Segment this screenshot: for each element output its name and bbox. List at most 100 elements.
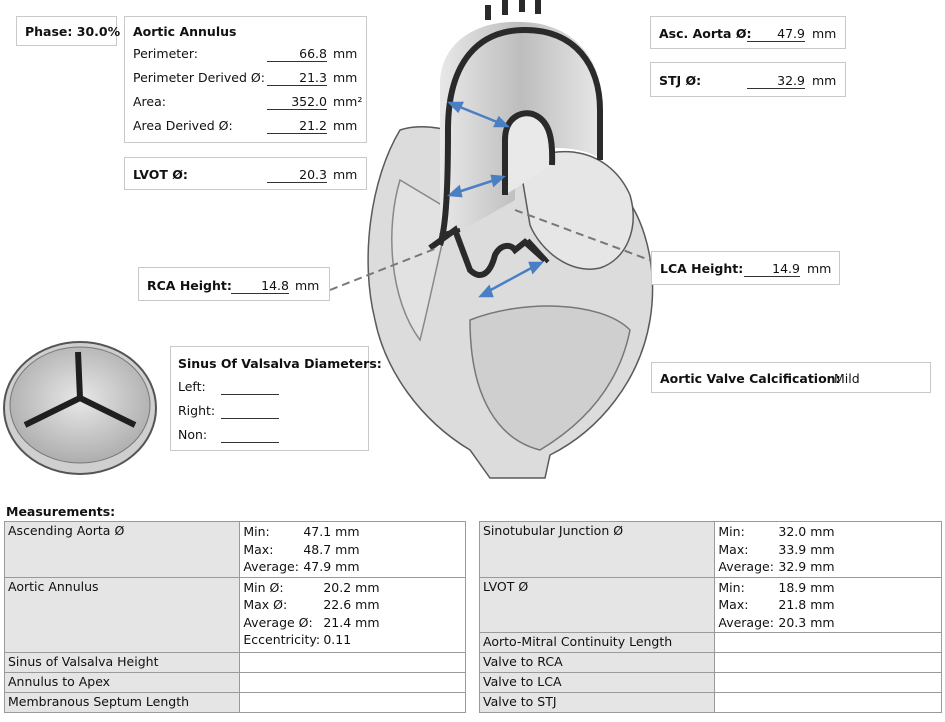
value-text: 20.3 mm [778, 614, 835, 630]
valve-illustration [3, 341, 157, 475]
stj-label: STJ Ø: [659, 73, 702, 88]
value-key: Average: [718, 614, 774, 630]
value-key: Average Ø: [243, 614, 313, 630]
value-text: 33.9 mm [778, 541, 835, 557]
area-derived-unit: mm [333, 118, 358, 133]
row-label: Valve to LCA [478, 672, 716, 693]
sinus-left-blank [221, 379, 279, 395]
lca-height-box: LCA Height: 14.9 mm [651, 251, 840, 285]
perimeter-label: Perimeter: [133, 46, 198, 61]
row-label: Valve to STJ [478, 692, 716, 713]
asc-aorta-unit: mm [812, 26, 837, 41]
value-key: Max Ø: [243, 597, 288, 612]
row-label: Valve to RCA [478, 652, 716, 673]
table-row: Valve to STJ [478, 692, 942, 713]
phase-label: Phase: 30.0% [25, 24, 121, 39]
row-values [714, 652, 942, 673]
asc-aorta-value: 47.9 [747, 26, 805, 42]
lca-height-unit: mm [807, 261, 832, 276]
area-derived-value: 21.2 [267, 118, 327, 134]
value-key: Average: [243, 559, 299, 574]
calcification-value: Mild [834, 371, 860, 386]
value-text: 20.2 mm [323, 579, 380, 595]
lvot-box: LVOT Ø: 20.3 mm [124, 157, 367, 190]
table-row: Valve to RCA [478, 652, 942, 673]
value-text: 21.8 mm [778, 597, 835, 612]
value-text: 0.11 [323, 632, 352, 647]
row-label: Annulus to Apex [3, 671, 241, 693]
value-key: Max: [718, 597, 749, 612]
perimeter-value: 66.8 [267, 46, 327, 62]
row-values: Min: 18.9 mm Max: 21.8 mm Average:20.3 mm [714, 576, 942, 633]
value-key: Min Ø: [243, 579, 284, 595]
lca-height-value: 14.9 [744, 261, 800, 277]
table-row: Sinus of Valsalva Height [3, 651, 466, 673]
row-values [239, 671, 466, 693]
sinus-non-label: Non: [178, 427, 208, 442]
lca-leader-line [514, 209, 656, 263]
value-key: Eccentricity: [243, 632, 321, 647]
value-text: 18.9 mm [778, 579, 835, 595]
row-label: Sinus of Valsalva Height [3, 651, 241, 673]
area-value: 352.0 [267, 94, 327, 110]
value-key: Min: [718, 579, 745, 595]
area-derived-label: Area Derived Ø: [133, 118, 233, 133]
value-key: Average: [718, 559, 774, 574]
row-values: Min: 32.0 mm Max: 33.9 mm Average: 32.9 mm [714, 521, 942, 578]
row-values [239, 691, 466, 713]
row-label: LVOT Ø [478, 576, 716, 633]
stj-unit: mm [812, 73, 837, 88]
rca-height-label: RCA Height: [147, 278, 232, 293]
table-row: Valve to LCA [478, 672, 942, 693]
calcification-label: Aortic Valve Calcification: [660, 371, 841, 386]
rca-height-box: RCA Height: 14.8 mm [138, 267, 330, 301]
table-row: Ascending Aorta Ø Min: 47.1 mm Max: 48.7 m… [3, 521, 466, 578]
row-values [714, 692, 942, 713]
value-key: Max: [718, 541, 749, 557]
rca-height-unit: mm [295, 278, 320, 293]
lvot-unit: mm [333, 167, 358, 182]
rca-height-value: 14.8 [231, 278, 289, 294]
value-text: 22.6 mm [323, 597, 380, 612]
aortic-annulus-title: Aortic Annulus [133, 24, 237, 39]
asc-aorta-box: Asc. Aorta Ø: 47.9 mm [650, 16, 846, 49]
sinus-box: Sinus Of Valsalva Diameters: Left: Right… [170, 346, 382, 451]
sinus-left-label: Left: [178, 379, 206, 394]
measurements-title: Measurements: [6, 504, 116, 519]
value-key: Min: [718, 524, 745, 539]
value-text: 32.9 mm [778, 559, 835, 574]
stj-box: STJ Ø: 32.9 mm [650, 62, 846, 97]
measure-arrows [446, 101, 544, 298]
table-row: Aortic Annulus Min Ø:20.2 mm Max Ø:22.6 … [3, 576, 466, 653]
row-values: Min Ø: 20.2 mm Max Ø: 22.6 mm Average Ø: 21… [239, 576, 466, 653]
value-text: 32.0 mm [778, 524, 835, 539]
row-label: Aorto-Mitral Continuity Length [478, 632, 716, 653]
sinus-right-blank [221, 403, 279, 419]
lvot-value: 20.3 [267, 167, 327, 183]
rca-leader-line [329, 247, 438, 291]
row-values [239, 651, 466, 673]
table-row: Membranous Septum Length [3, 691, 466, 713]
value-key: Max: [243, 541, 274, 557]
asc-aorta-label: Asc. Aorta Ø: [659, 26, 752, 41]
value-text: 47.9 mm [303, 559, 360, 574]
perimeter-unit: mm [333, 46, 358, 61]
table-row: Sinotubular Junction Ø Min:32.0 mm Max:3… [478, 521, 942, 578]
lca-height-label: LCA Height: [660, 261, 744, 276]
row-label: Ascending Aorta Ø [3, 521, 241, 578]
row-values [714, 672, 942, 693]
value-text: 47.1 mm [303, 524, 360, 539]
table-row: LVOT Ø Min: 18.9 mm Max: 21.8 mm Average:2… [478, 576, 942, 633]
row-values: Min: 47.1 mm Max: 48.7 mm Average: 47.9 mm [239, 521, 466, 578]
value-key: Min: [243, 524, 270, 539]
measurements-left-table: Ascending Aorta Ø Min: 47.1 mm Max: 48.7 m… [3, 521, 466, 713]
value-text: 21.4 mm [323, 614, 380, 630]
stj-value: 32.9 [747, 73, 805, 89]
sinus-title: Sinus Of Valsalva Diameters: [178, 356, 382, 371]
aorta-tube [428, 0, 603, 278]
table-row: Annulus to Apex [3, 671, 466, 693]
perimeter-derived-label: Perimeter Derived Ø: [133, 70, 265, 85]
calcification-box: Aortic Valve Calcification: Mild [651, 362, 931, 393]
value-text: 48.7 mm [303, 541, 360, 557]
